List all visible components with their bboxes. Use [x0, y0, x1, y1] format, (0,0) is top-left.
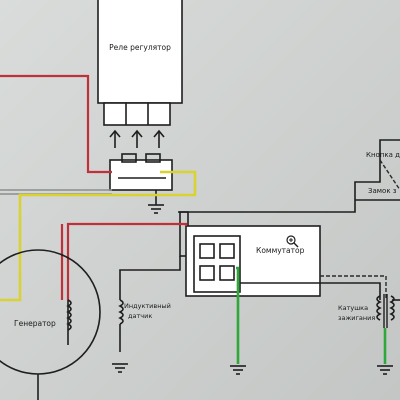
- generator-circle: [0, 249, 101, 375]
- red-wire: [0, 74, 112, 174]
- green-wire: [236, 266, 240, 364]
- commutator-label: Коммутатор: [256, 246, 305, 255]
- inductive-sensor-label-line1: Индуктивный: [124, 302, 171, 310]
- lock-label: Замок з: [368, 187, 397, 195]
- yellow-wire: [0, 170, 197, 302]
- zoom-in-icon[interactable]: [286, 235, 299, 248]
- inductive-sensor-label-line2: датчик: [128, 312, 152, 320]
- arrow-up-icon: [109, 129, 121, 148]
- red-wire: [66, 222, 188, 300]
- button-label: Кнопка д: [366, 151, 400, 159]
- regulator-box: [97, 0, 183, 104]
- ground-symbol: [377, 365, 393, 375]
- arrow-up-icon: [153, 129, 165, 148]
- regulator-terminal-block: [103, 102, 171, 126]
- ground-symbol: [112, 363, 128, 373]
- ground-symbol: [230, 365, 246, 375]
- ignition-coil-label-line2: зажигания: [338, 314, 375, 322]
- ignition-coil-label-line1: Катушка: [338, 304, 368, 312]
- switch-wire: [178, 139, 400, 213]
- generator-label: Генератор: [14, 319, 56, 328]
- regulator-label: Реле регулятор: [109, 43, 171, 52]
- inductive-sensor: [118, 299, 124, 352]
- arrow-up-icon: [131, 129, 143, 148]
- commutator-connector: [193, 235, 241, 293]
- sensor-wire: [119, 256, 181, 300]
- regulator-connector: [109, 159, 173, 191]
- generator-coil: [66, 299, 72, 345]
- ground-symbol: [148, 190, 164, 214]
